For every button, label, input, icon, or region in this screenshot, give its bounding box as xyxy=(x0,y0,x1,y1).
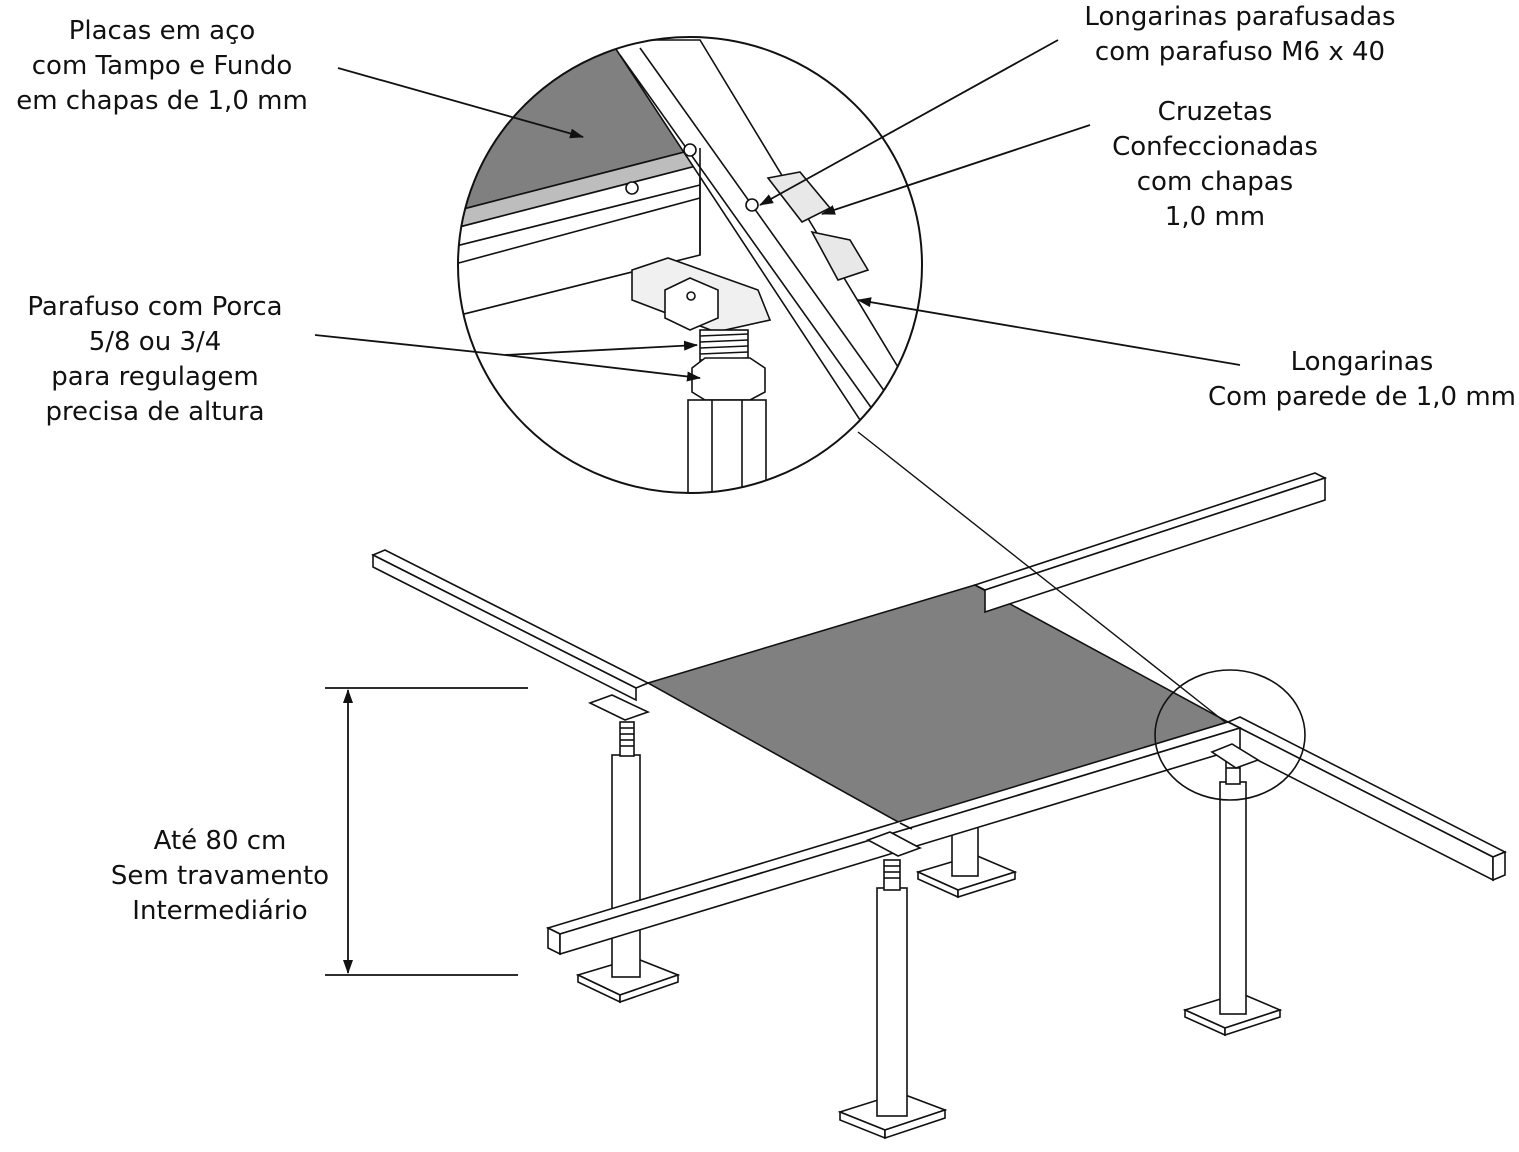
detail-circle xyxy=(457,36,923,494)
label-parafusadas: Longarinas parafusadas com parafuso M6 x… xyxy=(1084,0,1395,70)
label-longarinas-line2: Com parede de 1,0 mm xyxy=(1207,382,1517,412)
label-altura-line2: Sem travamento xyxy=(110,861,330,891)
pedestal-front xyxy=(837,859,948,1140)
label-placas-line2: com Tampo e Fundo xyxy=(31,51,293,81)
pedestal-back xyxy=(915,825,1018,899)
detail-pedestal-tube xyxy=(687,399,767,493)
label-longarinas-line1: Longarinas xyxy=(1290,347,1434,377)
callout-parafuso-line xyxy=(314,334,506,356)
label-parafuso-line2: 5/8 ou 3/4 xyxy=(88,327,222,357)
pedestal-head xyxy=(587,694,1260,857)
detail-nut-head xyxy=(664,277,719,331)
detail-zoom xyxy=(457,36,923,494)
pedestal-right xyxy=(1182,751,1283,1037)
label-cruzetas-line3: com chapas xyxy=(1136,167,1294,197)
label-cruzetas-line2: Confeccionadas xyxy=(1112,132,1318,162)
label-parafuso-line1: Parafuso com Porca xyxy=(27,292,283,322)
label-cruzetas-line1: Cruzetas xyxy=(1157,97,1273,127)
detail-screw xyxy=(625,181,639,195)
label-placas: Placas em aço com Tampo e Fundo em chapa… xyxy=(16,14,308,119)
callout-placas-arrow xyxy=(337,67,584,139)
floor-panel xyxy=(645,584,1231,824)
label-parafusadas-line2: com parafuso M6 x 40 xyxy=(1094,37,1386,67)
label-cruzetas: Cruzetas Confeccionadas com chapas 1,0 m… xyxy=(1112,95,1318,235)
label-placas-line3: em chapas de 1,0 mm xyxy=(16,86,308,116)
label-altura: Até 80 cm Sem travamento Intermediário xyxy=(111,824,329,929)
pedestal-left xyxy=(575,721,681,1004)
floor-assembly xyxy=(371,472,1507,1140)
stringer-right xyxy=(1226,716,1507,882)
label-longarinas: Longarinas Com parede de 1,0 mm xyxy=(1208,345,1516,415)
callout-cruzetas-arrow xyxy=(821,124,1091,215)
detail-lower-nut xyxy=(691,357,766,401)
callout-lines xyxy=(314,39,1306,976)
label-parafuso-line4: precisa de altura xyxy=(45,397,265,427)
callout-parafusadas-arrow xyxy=(759,39,1059,206)
label-placas-line1: Placas em aço xyxy=(68,16,256,46)
detail-source-circle xyxy=(1154,669,1306,801)
label-cruzetas-line4: 1,0 mm xyxy=(1164,202,1266,232)
detail-connector xyxy=(857,431,1226,723)
label-parafuso-line3: para regulagem xyxy=(51,362,259,392)
stringer-back xyxy=(972,472,1328,614)
label-altura-line3: Intermediário xyxy=(132,896,308,926)
label-altura-line1: Até 80 cm xyxy=(153,826,287,856)
label-parafuso: Parafuso com Porca 5/8 ou 3/4 para regul… xyxy=(27,290,282,430)
callout-longarinas-arrow xyxy=(857,297,1241,366)
stringer-left xyxy=(371,549,650,702)
label-parafusadas-line1: Longarinas parafusadas xyxy=(1084,2,1396,32)
